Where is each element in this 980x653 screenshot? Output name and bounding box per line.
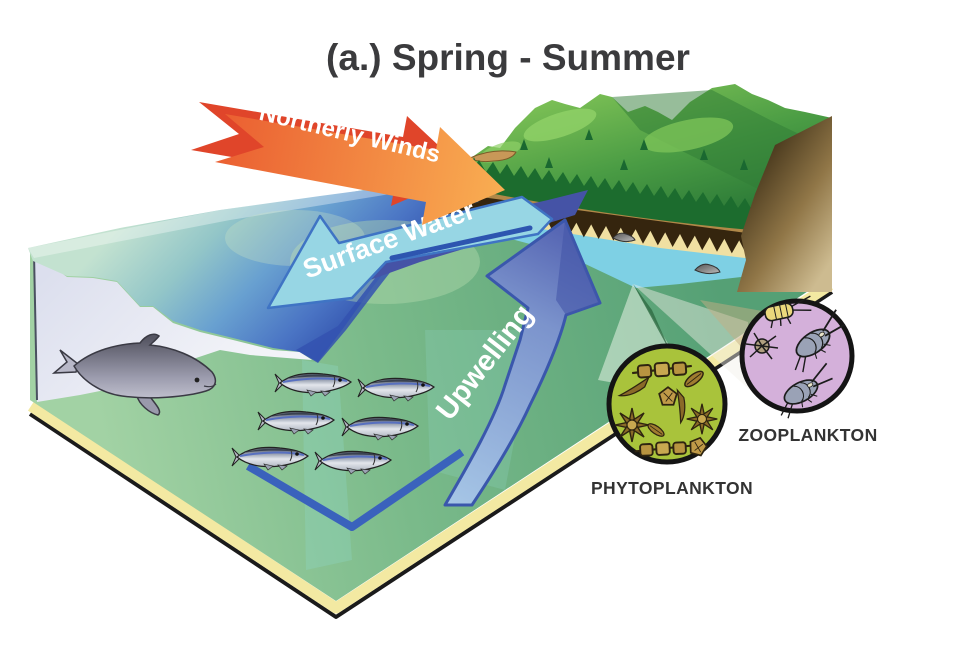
krill — [764, 295, 812, 329]
forest-band — [444, 156, 828, 236]
zoea-larva — [745, 332, 779, 360]
whale-icon — [51, 333, 217, 416]
hill-bare-patch — [468, 150, 517, 163]
phytoplankton-inset: PHYTOPLANKTON — [591, 343, 753, 498]
right-cross-section-face — [737, 116, 832, 292]
phytoplankton-label: PHYTOPLANKTON — [591, 478, 753, 498]
diagram-title: (a.) Spring - Summer — [326, 37, 690, 78]
zooplankton-label: ZOOPLANKTON — [738, 425, 877, 445]
coastal-mountains — [433, 84, 832, 234]
zooplankton-inset: ZOOPLANKTON — [738, 295, 877, 445]
wind-arrow-orange — [215, 114, 505, 225]
